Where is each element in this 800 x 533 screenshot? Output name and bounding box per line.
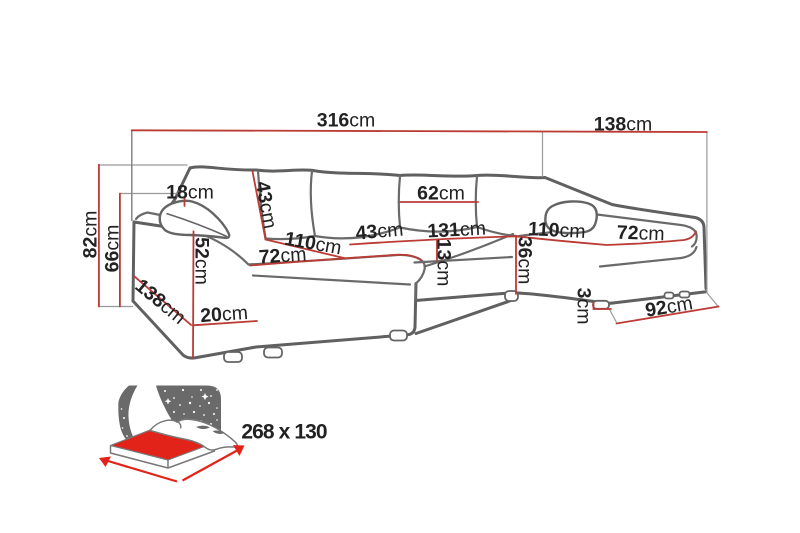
svg-text:62cm: 62cm	[417, 183, 465, 205]
svg-text:20cm: 20cm	[200, 302, 249, 327]
svg-text:13cm: 13cm	[433, 239, 455, 287]
svg-text:52cm: 52cm	[191, 237, 213, 285]
svg-text:66cm: 66cm	[101, 225, 123, 273]
svg-text:36cm: 36cm	[514, 237, 536, 285]
svg-text:110cm: 110cm	[528, 218, 587, 243]
svg-text:92cm: 92cm	[644, 292, 695, 322]
svg-text:72cm: 72cm	[616, 222, 664, 246]
svg-text:82cm: 82cm	[80, 211, 102, 259]
svg-text:43cm: 43cm	[251, 180, 281, 231]
svg-text:72cm: 72cm	[258, 243, 307, 268]
svg-text:18cm: 18cm	[166, 182, 214, 204]
svg-text:138cm: 138cm	[131, 275, 190, 329]
svg-text:43cm: 43cm	[355, 218, 404, 244]
svg-text:131cm: 131cm	[427, 217, 487, 242]
svg-text:3cm: 3cm	[573, 288, 595, 325]
svg-text:138cm: 138cm	[594, 113, 653, 135]
svg-text:316cm: 316cm	[317, 109, 376, 131]
svg-text:268 x 130: 268 x 130	[241, 421, 327, 444]
